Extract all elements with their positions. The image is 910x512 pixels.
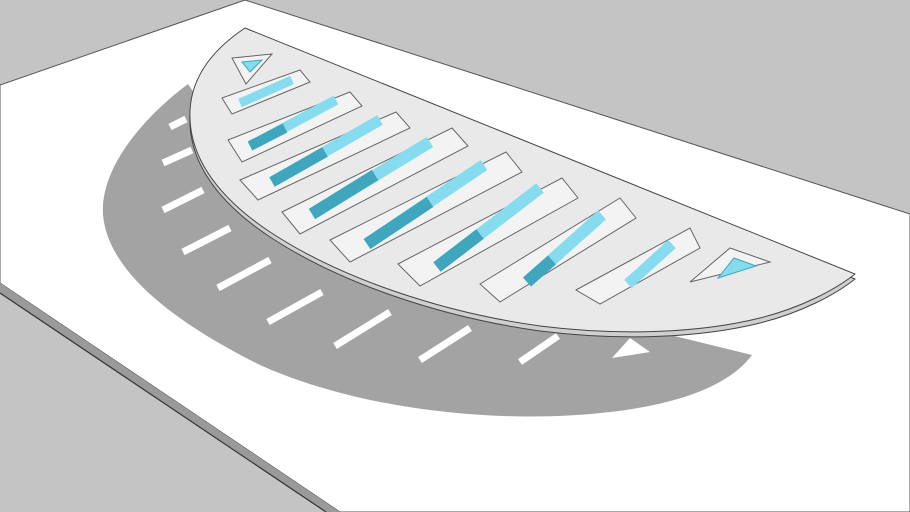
slab-side-edge xyxy=(0,283,340,512)
semicircular-canopy[interactable] xyxy=(189,27,856,338)
shadow-light-stripes xyxy=(161,115,560,365)
skylight-glass xyxy=(238,59,758,289)
shadow-triangle-light xyxy=(612,338,650,358)
